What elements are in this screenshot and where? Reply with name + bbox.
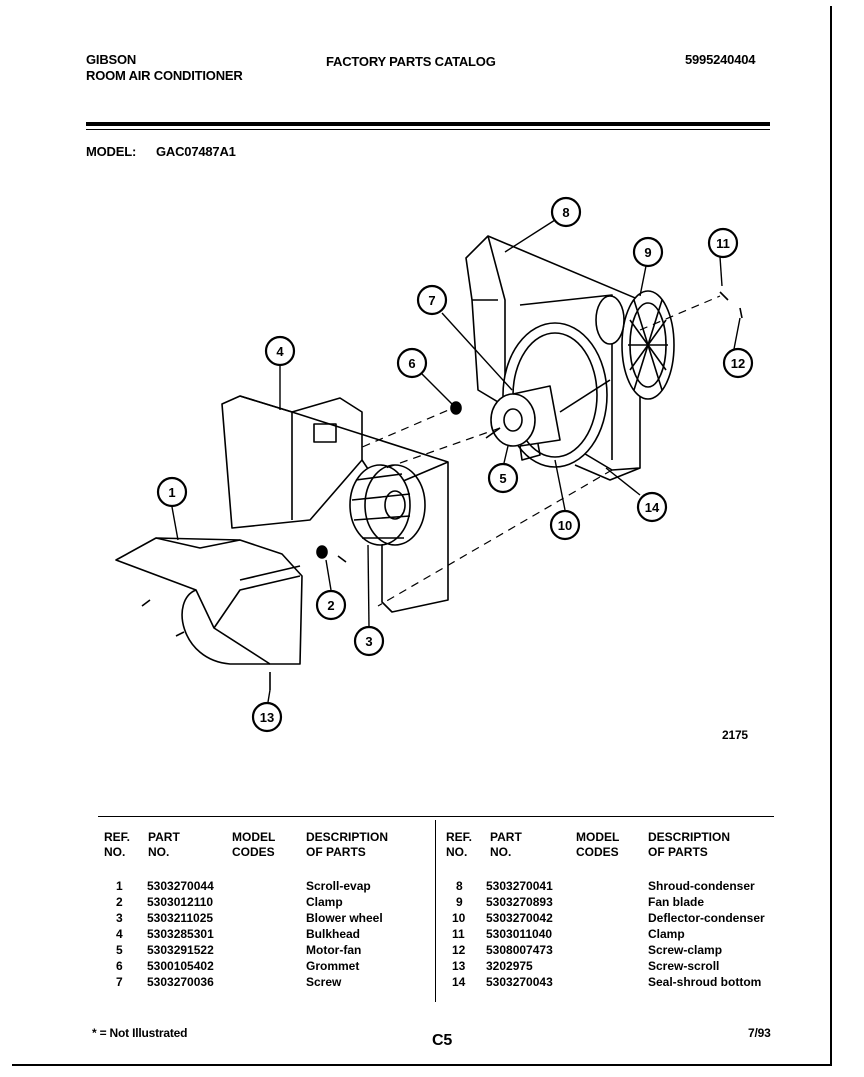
col-ref-header: REF.NO. <box>446 830 473 859</box>
callout-14: 14 <box>636 491 668 523</box>
svg-text:9: 9 <box>644 245 651 260</box>
callout-7: 7 <box>416 284 448 316</box>
clamp-11-drawing <box>719 291 729 301</box>
svg-text:7: 7 <box>428 293 435 308</box>
product-name: ROOM AIR CONDITIONER <box>86 68 243 83</box>
svg-text:11: 11 <box>716 236 730 251</box>
svg-text:2: 2 <box>327 598 334 613</box>
callout-13: 13 <box>251 701 283 733</box>
brand-name: GIBSON <box>86 52 137 67</box>
callout-5: 5 <box>487 462 519 494</box>
model-value: GAC07487A1 <box>156 144 236 159</box>
grommet-drawing <box>450 401 462 415</box>
svg-text:1: 1 <box>168 485 175 500</box>
model-label: MODEL: <box>86 144 137 159</box>
table-top-rule <box>98 816 774 817</box>
scroll-evap-drawing <box>115 537 303 665</box>
callout-2: 2 <box>315 589 347 621</box>
fan-blade-drawing <box>595 290 675 400</box>
svg-text:8: 8 <box>562 205 569 220</box>
exploded-parts-diagram: 1 2 3 4 5 6 7 8 9 10 11 12 13 14 <box>115 196 754 733</box>
callout-8: 8 <box>550 196 582 228</box>
callout-10: 10 <box>549 509 581 541</box>
svg-text:5: 5 <box>499 471 506 486</box>
catalog-number: 5995240404 <box>685 52 756 67</box>
catalog-title: FACTORY PARTS CATALOG <box>326 54 496 69</box>
callout-9: 9 <box>632 236 664 268</box>
callout-3: 3 <box>353 625 385 657</box>
figure-number: 2175 <box>722 728 748 742</box>
header-rule <box>86 122 770 126</box>
header-rule-thin <box>86 129 770 130</box>
col-ref-header: REF.NO. <box>104 830 131 859</box>
svg-text:6: 6 <box>408 356 415 371</box>
svg-text:12: 12 <box>731 356 745 371</box>
svg-text:10: 10 <box>558 518 572 533</box>
table-divider <box>435 820 436 1002</box>
motor-fan-drawing <box>485 379 611 461</box>
svg-text:14: 14 <box>645 500 660 515</box>
blower-wheel-drawing <box>349 464 426 546</box>
not-illustrated-note: * = Not Illustrated <box>92 1026 188 1040</box>
callout-4: 4 <box>264 335 296 367</box>
callout-6: 6 <box>396 347 428 379</box>
callout-12: 12 <box>722 347 754 379</box>
clamp-drawing <box>316 545 347 563</box>
svg-text:4: 4 <box>276 344 284 359</box>
screw-clamp-drawing <box>739 307 743 319</box>
page-frame <box>12 6 832 1066</box>
svg-text:3: 3 <box>365 634 372 649</box>
callout-1: 1 <box>156 476 188 508</box>
bulkhead-drawing <box>221 395 449 613</box>
svg-text:13: 13 <box>260 710 274 725</box>
page-code: C5 <box>432 1032 453 1049</box>
callout-11: 11 <box>707 227 739 259</box>
shroud-condenser-drawing <box>465 235 641 481</box>
catalog-date: 7/93 <box>748 1026 771 1040</box>
